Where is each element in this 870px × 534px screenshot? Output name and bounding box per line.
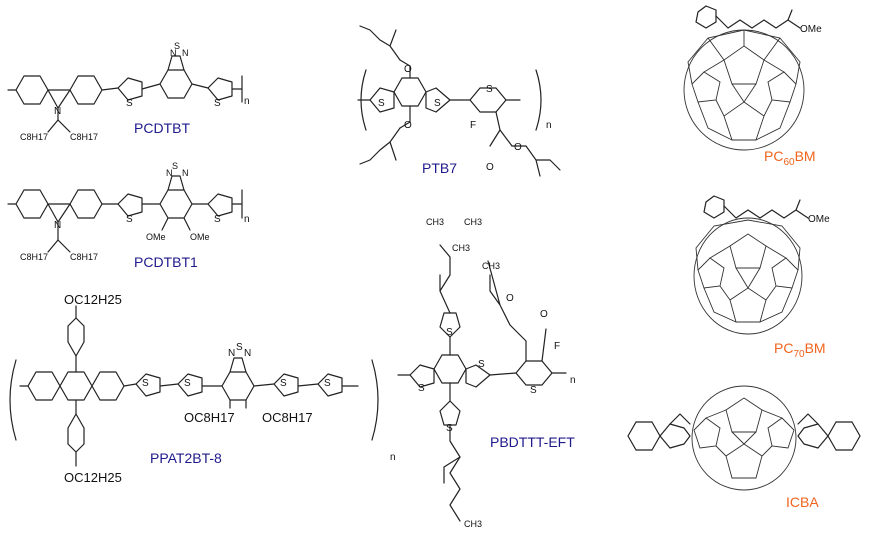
- icba-label: ICBA: [786, 494, 819, 510]
- s-atom: S: [236, 342, 243, 353]
- pc70bm-label: PC70BM: [774, 340, 826, 360]
- n-atom: N: [166, 168, 173, 178]
- n-atom: N: [182, 48, 189, 58]
- s-atom: S: [214, 98, 221, 109]
- o-atom: O: [404, 64, 412, 75]
- s-atom: S: [486, 84, 493, 95]
- n-atom: N: [54, 220, 61, 231]
- repeat-n: n: [546, 120, 552, 131]
- pbdttteft-drawing: S S S S S F O O CH3 CH3 CH3 CH3 CH3 n: [397, 217, 576, 529]
- ester-group: OMe: [808, 214, 830, 225]
- s-atom: S: [478, 359, 485, 370]
- repeat-n: n: [570, 375, 576, 386]
- pc70bm-structure: OMe: [672, 192, 868, 340]
- icba-structure: [620, 384, 868, 494]
- ester-group: OMe: [800, 24, 822, 35]
- repeat-n: n: [390, 452, 396, 463]
- methyl-group: CH3: [464, 217, 482, 227]
- alkoxy-group: OC12H25: [64, 292, 122, 307]
- fluorine-atom: F: [554, 341, 560, 352]
- s-atom: S: [174, 41, 180, 51]
- o-atom: O: [404, 120, 412, 131]
- octyl-group: C8H17: [70, 132, 98, 142]
- octyloxy-group: OC8H17: [262, 410, 313, 425]
- repeat-n: n: [244, 96, 250, 107]
- pc60bm-name-tail: BM: [794, 148, 816, 164]
- s-atom: S: [172, 161, 178, 171]
- pc60bm-label: PC60BM: [764, 148, 816, 168]
- pc70bm-drawing: OMe: [693, 195, 830, 335]
- methyl-group: CH3: [426, 217, 444, 227]
- pcdtbt1-structure: N S N S N S OMe OMe n C8H17 C8H17: [0, 160, 260, 280]
- s-atom: S: [214, 214, 221, 225]
- s-atom: S: [126, 98, 133, 109]
- pc60bm-drawing: OMe: [683, 5, 822, 151]
- methyl-group: CH3: [452, 243, 470, 253]
- fluorine-atom: F: [470, 120, 476, 131]
- ppat2bt8-structure: OC12H25 OC12H25 S S N S N S S OC8H17 OC8…: [0, 290, 410, 534]
- s-atom: S: [434, 98, 441, 109]
- octyl-group: C8H17: [20, 132, 48, 142]
- repeat-n: n: [244, 214, 250, 225]
- pc60bm-name-main: PC: [764, 148, 784, 164]
- s-atom: S: [530, 385, 537, 396]
- ptb7-label: PTB7: [422, 160, 458, 176]
- pc60bm-structure: OMe: [668, 2, 868, 170]
- n-atom: N: [228, 348, 235, 359]
- o-atom: O: [540, 309, 548, 320]
- pcdtbt1-label: PCDTBT1: [134, 254, 198, 270]
- n-atom: N: [170, 48, 177, 58]
- octyloxy-group: OC8H17: [184, 410, 235, 425]
- pbdttteft-structure: S S S S S F O O CH3 CH3 CH3 CH3 CH3 n: [390, 205, 605, 530]
- pc70bm-name-sub: 70: [793, 348, 805, 360]
- pcdtbt-drawing: N S N S N S n C8H17 C8H17: [7, 41, 250, 142]
- methoxy-group: OMe: [190, 232, 210, 242]
- ppat2bt8-label: PPAT2BT-8: [150, 450, 222, 466]
- pc60bm-name-sub: 60: [783, 156, 795, 168]
- s-atom: S: [280, 378, 287, 389]
- s-atom: S: [184, 378, 191, 389]
- ptb7-drawing: O O S S S F O O n: [357, 25, 561, 177]
- pcdtbt-structure: N S N S N S n C8H17 C8H17: [0, 0, 260, 150]
- s-atom: S: [418, 383, 425, 394]
- o-atom: O: [514, 142, 522, 153]
- pc70bm-name-tail: BM: [804, 340, 826, 356]
- pbdttteft-label: PBDTTT-EFT: [490, 434, 575, 450]
- n-atom: N: [244, 348, 251, 359]
- s-atom: S: [142, 378, 149, 389]
- pcdtbt-label: PCDTBT: [134, 120, 190, 136]
- n-atom: N: [182, 168, 189, 178]
- s-atom: S: [446, 423, 453, 434]
- s-atom: S: [126, 214, 133, 225]
- o-atom: O: [486, 162, 494, 173]
- icba-drawing: [627, 385, 861, 491]
- methoxy-group: OMe: [146, 232, 166, 242]
- s-atom: S: [378, 98, 385, 109]
- s-atom: S: [324, 378, 331, 389]
- octyl-group: C8H17: [20, 252, 48, 262]
- methyl-group: CH3: [482, 261, 500, 271]
- pc70bm-name-main: PC: [774, 340, 794, 356]
- octyl-group: C8H17: [70, 252, 98, 262]
- ppat2bt8-drawing: OC12H25 OC12H25 S S N S N S S OC8H17 OC8…: [9, 292, 396, 485]
- alkoxy-group: OC12H25: [64, 470, 122, 485]
- s-atom: S: [446, 327, 453, 338]
- methyl-group: CH3: [464, 519, 482, 529]
- n-atom: N: [54, 106, 61, 117]
- o-atom: O: [506, 293, 514, 304]
- pcdtbt1-drawing: N S N S N S OMe OMe n C8H17 C8H17: [7, 161, 250, 262]
- ptb7-structure: O O S S S F O O n: [340, 0, 580, 190]
